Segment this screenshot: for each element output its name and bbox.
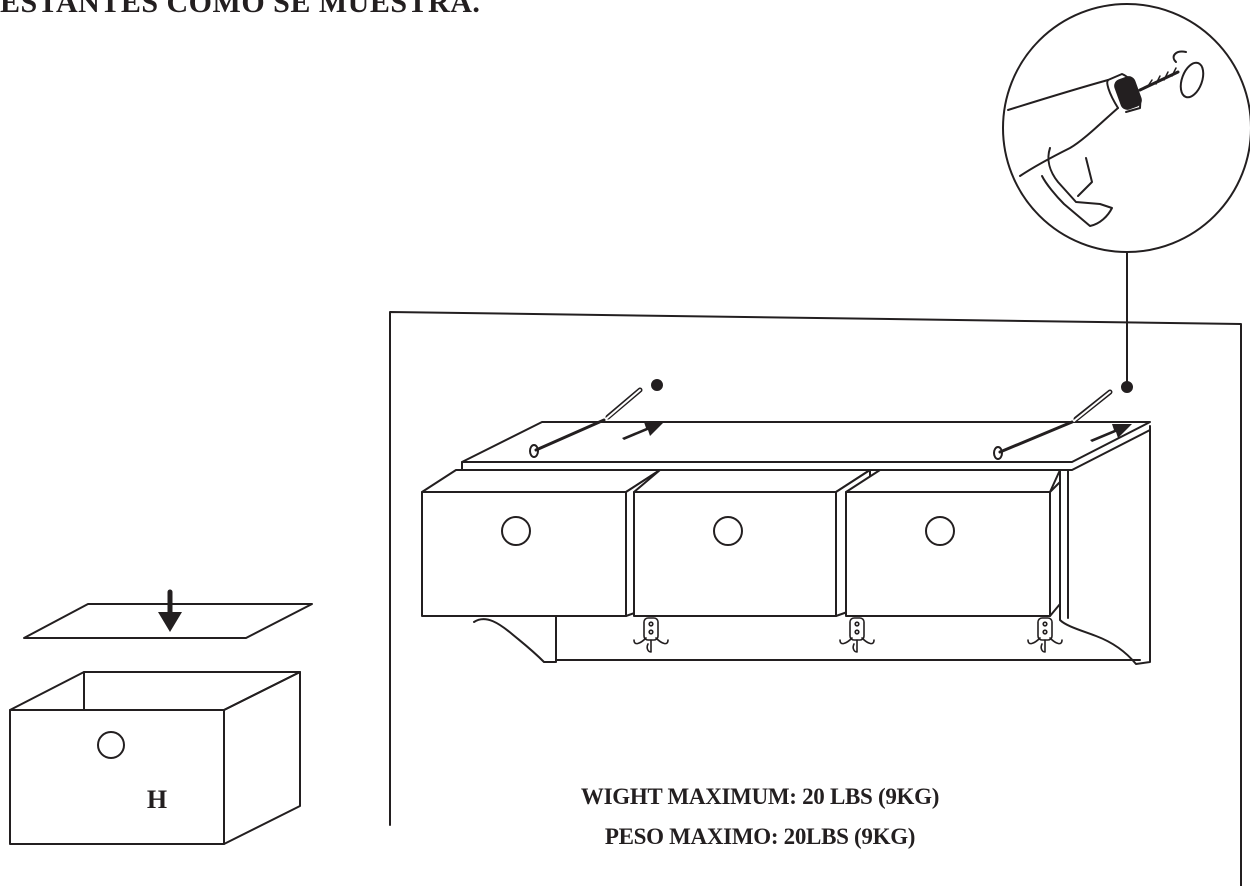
coat-hook-icon (633, 617, 669, 653)
shelf-drawer-left (421, 469, 661, 617)
wall-shelf (421, 421, 1151, 665)
shelf-drawer-right (845, 469, 1061, 617)
push-arrow-icon (622, 422, 664, 440)
drill-detail-callout (1002, 3, 1250, 383)
shelf-drawer-middle (633, 469, 871, 617)
weight-limit-spanish: PESO MAXIMO: 20LBS (9KG) (604, 824, 916, 849)
shelf-top-board (461, 421, 1151, 463)
coat-hook-icon (1027, 617, 1063, 653)
instruction-heading: ESTANTES COMO SE MUESTRA. (0, 0, 481, 19)
weight-limit-english: WIGHT MAXIMUM: 20 LBS (9KG) (580, 784, 940, 809)
drawer-box-right-side (223, 671, 301, 845)
wall-anchor-left (529, 379, 664, 458)
screw-head-icon (529, 444, 539, 458)
screw-head-icon (1179, 61, 1205, 99)
drawer-box: H (9, 671, 301, 845)
drill-hole-marker (1121, 381, 1133, 393)
drawer-box-front (9, 709, 225, 845)
drawer-pull-hole (97, 731, 125, 759)
drawer-pull-hole (925, 516, 955, 546)
down-arrow-icon (158, 589, 182, 632)
wall-outline (389, 311, 1242, 886)
power-drill-icon (1007, 50, 1205, 227)
drawer-box-top-opening (9, 671, 301, 711)
drawer-label: H (147, 785, 167, 814)
shelf-left-bracket (473, 615, 557, 663)
coat-hook-icon (839, 617, 875, 653)
drill-hole-marker (651, 379, 663, 391)
push-arrow-icon (1090, 424, 1132, 442)
drawer-pull-hole (501, 516, 531, 546)
screw-head-icon (993, 446, 1003, 460)
drawer-assembly: H (9, 589, 313, 845)
drawer-pull-hole (713, 516, 743, 546)
